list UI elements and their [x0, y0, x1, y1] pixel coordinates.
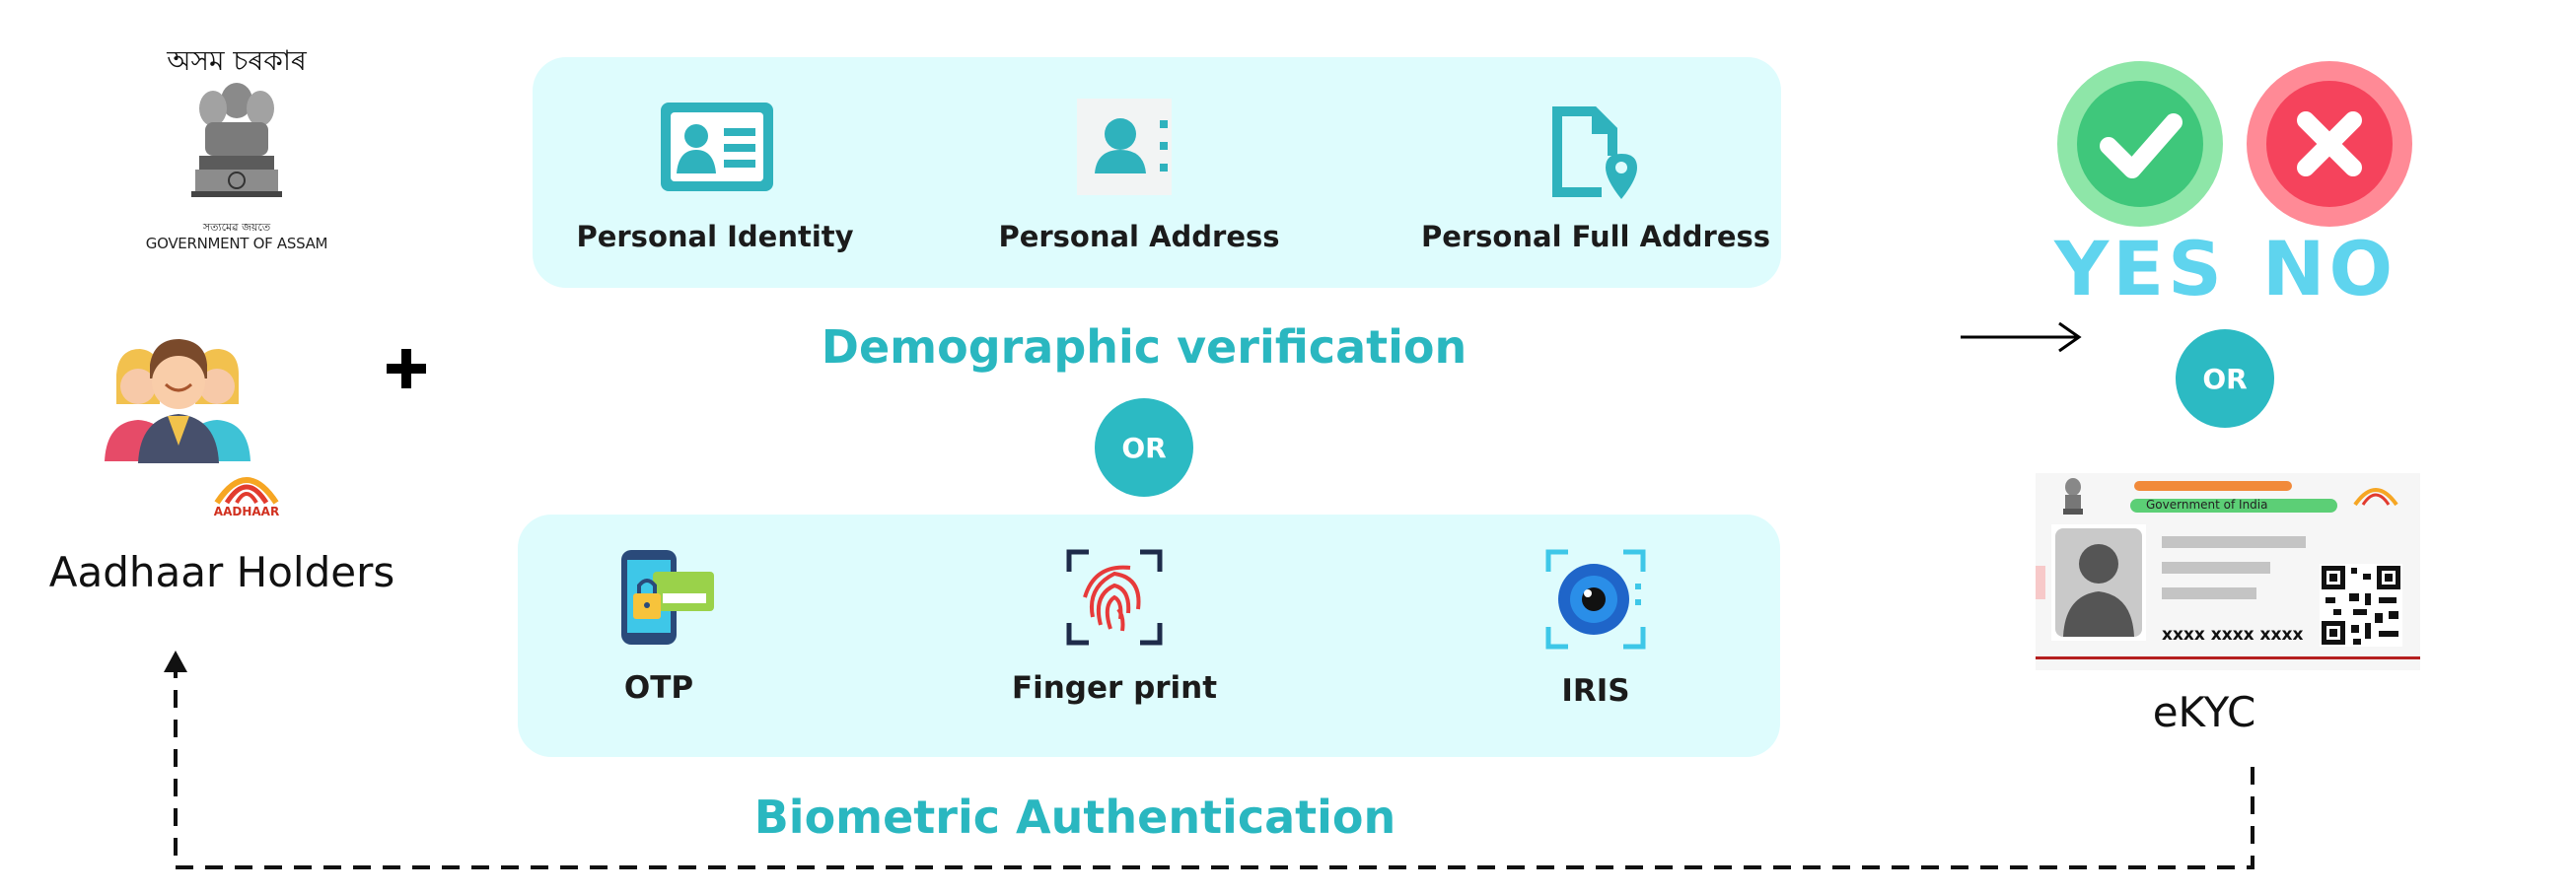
- contact-card-icon: [1077, 99, 1176, 195]
- iris-scan-icon: [1544, 548, 1647, 651]
- demographic-item-address: Personal Address: [998, 220, 1280, 253]
- biometric-panel: [518, 515, 1780, 757]
- govt-motto: সত্যমেৱ জয়তে: [202, 221, 271, 234]
- plus-icon: [385, 347, 428, 390]
- demographic-title: Demographic verification: [821, 320, 1467, 374]
- qr-code-icon: [2320, 564, 2402, 647]
- no-label: NO: [2261, 225, 2397, 312]
- card-red-tab: [2036, 566, 2045, 599]
- card-green-stripe: [2130, 499, 2337, 513]
- card-header-text: Government of India: [2146, 498, 2268, 512]
- location-document-icon: [1544, 103, 1643, 201]
- card-orange-stripe: [2134, 481, 2292, 491]
- aadhaar-card: Government of India xxxx xxxx xxxx: [2036, 473, 2420, 670]
- fingerprint-icon: [1065, 548, 1164, 647]
- ekyc-label: eKYC: [2152, 688, 2256, 736]
- govt-block: অসম চৰকাৰ সত্যমেৱ জয়তে GOVERNMENT OF AS…: [128, 39, 345, 256]
- card-text-line-1: [2162, 536, 2306, 548]
- card-aadhaar-logo-icon: [2353, 488, 2398, 507]
- card-emblem-icon: [2063, 478, 2083, 515]
- card-bottom-rule: [2036, 656, 2420, 659]
- aadhaar-logo-icon: AADHAAR: [207, 463, 286, 522]
- card-photo-frame: [2051, 524, 2146, 641]
- card-person-photo-icon: [2055, 528, 2142, 637]
- holders-label: Aadhaar Holders: [48, 548, 395, 596]
- or-circle-center: OR: [1095, 398, 1193, 497]
- no-cross-icon: [2245, 59, 2414, 229]
- people-group-icon: [99, 335, 256, 463]
- otp-phone-icon: [615, 546, 718, 649]
- biometric-item-iris: IRIS: [1561, 673, 1630, 709]
- aadhaar-logo-text: AADHAAR: [213, 505, 280, 518]
- govt-name: GOVERNMENT OF ASSAM: [145, 235, 328, 252]
- or-circle-result: OR: [2176, 329, 2274, 428]
- biometric-item-fingerprint: Finger print: [1011, 670, 1218, 706]
- ashoka-emblem-icon: [185, 79, 288, 217]
- id-card-icon: [657, 99, 777, 195]
- yes-label: YES: [2054, 225, 2226, 312]
- demographic-item-identity: Personal Identity: [576, 220, 854, 253]
- biometric-item-otp: OTP: [623, 670, 694, 706]
- right-arrow-icon: [1961, 317, 2083, 357]
- demographic-item-full-address: Personal Full Address: [1420, 220, 1771, 253]
- card-text-line-2: [2162, 562, 2270, 574]
- card-text-line-3: [2162, 587, 2256, 599]
- govt-script-title: অসম চৰকাৰ: [167, 44, 307, 77]
- yes-check-icon: [2055, 59, 2225, 229]
- card-number: xxxx xxxx xxxx: [2162, 625, 2304, 645]
- biometric-title: Biometric Authentication: [753, 791, 1396, 844]
